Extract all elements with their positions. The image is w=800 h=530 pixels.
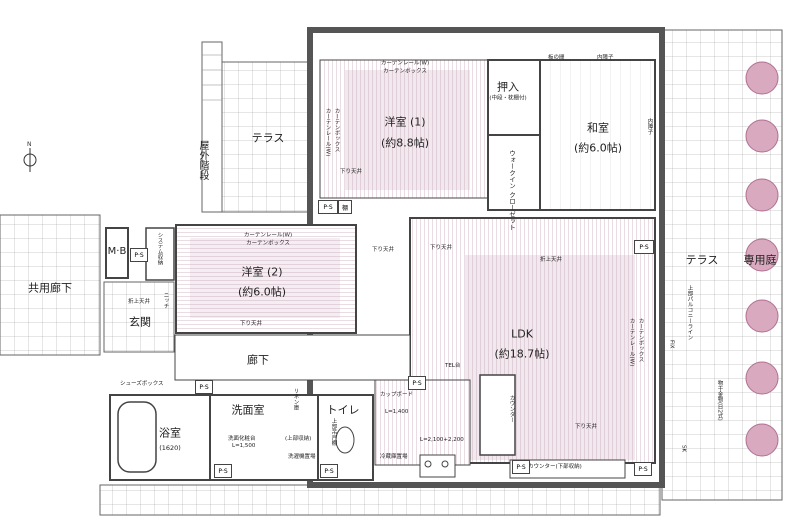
walkin-closet bbox=[487, 134, 541, 211]
ps-box-8: P·S bbox=[634, 462, 652, 476]
svg-text:N: N bbox=[27, 141, 32, 148]
oshiire-sub-label: (中段・枕棚付) bbox=[489, 95, 527, 102]
exterior-stair-lines bbox=[202, 54, 222, 101]
system-storage bbox=[145, 227, 175, 281]
curtain-rail-v-right: カーテンレール(W) bbox=[628, 318, 635, 367]
bottom-strip bbox=[99, 484, 661, 516]
terrace-left-floor bbox=[221, 61, 309, 213]
curtain-rail-mid: カーテンレール(W) bbox=[243, 232, 293, 239]
sliding-sash-label: 内障子 bbox=[646, 118, 653, 135]
cupboard-label: カップボード bbox=[380, 392, 414, 398]
folding-ceiling-1: 折上天井 bbox=[540, 257, 563, 263]
walkin-label: ウォークイン クローゼット bbox=[507, 150, 516, 231]
bathtub bbox=[117, 401, 157, 473]
dropped-ceiling-5: 下り天井 bbox=[575, 424, 598, 430]
japanese-floor bbox=[539, 59, 656, 211]
exterior-stair-wall bbox=[201, 41, 223, 213]
japanese-area-label: (約6.0帖) bbox=[573, 141, 623, 155]
ps-box-9: P·S bbox=[408, 376, 426, 390]
ps-box-5: P·S bbox=[214, 464, 232, 478]
ps-box-7: P·S bbox=[512, 460, 530, 474]
ldk-area-label: (約18.7帖) bbox=[494, 347, 550, 361]
kitchen-size-label: L=2,100+2,200 bbox=[420, 437, 464, 443]
uchishoji-label: 内障子 bbox=[597, 55, 614, 61]
cupboard-size-label: L=1,400 bbox=[385, 409, 409, 415]
tel-label: TEL台 bbox=[445, 363, 461, 369]
north-arrow-icon: N bbox=[23, 141, 37, 172]
counter-bottom bbox=[509, 459, 626, 479]
mb-label: M·B bbox=[107, 246, 127, 257]
mb-shaft bbox=[105, 227, 129, 279]
top-shelf-label: (上部収納) bbox=[285, 436, 312, 442]
toilet-storage-label: 上部吊戸棚 bbox=[330, 418, 337, 446]
entrance-floor bbox=[103, 281, 175, 353]
exterior-stairs-label: 屋外階段 bbox=[197, 140, 208, 180]
folding-ceiling-2: 折上天井 bbox=[128, 299, 151, 305]
linen-label: リネン庫 bbox=[292, 388, 299, 410]
western1-highlight bbox=[345, 70, 470, 190]
oshiire-label: 押入 bbox=[497, 80, 519, 94]
japanese-label: 和室 bbox=[587, 121, 609, 135]
toilet-label: トイレ bbox=[326, 403, 360, 417]
dropped-ceiling-3: 下り天井 bbox=[430, 245, 453, 251]
bathroom-label: 浴室 bbox=[159, 426, 181, 440]
system-storage-label: システム収納 bbox=[156, 232, 163, 265]
entrance-label: 玄関 bbox=[129, 315, 151, 329]
common-corridor-floor bbox=[0, 214, 101, 356]
curtain-box-top: カーテンボックス bbox=[383, 68, 427, 75]
board-label: 板の間 bbox=[548, 55, 565, 61]
private-garden-label: 専用庭 bbox=[743, 253, 777, 267]
curtain-rail-v-left: カーテンレール(W) bbox=[324, 108, 331, 157]
vanity-label: 洗面化粧台 bbox=[228, 436, 256, 442]
dropped-ceiling-2: 下り天井 bbox=[372, 247, 395, 253]
toilet-bowl bbox=[335, 426, 355, 454]
laundry-label: 物干金物(日2式) bbox=[716, 380, 723, 421]
dropped-ceiling-4: 下り天井 bbox=[240, 321, 263, 327]
shelf-box: 棚 bbox=[338, 200, 352, 214]
counter-bottom-label: カウンター(下部収納) bbox=[528, 464, 582, 470]
ps-box-1: P·S bbox=[318, 200, 338, 214]
hallway-label: 廊下 bbox=[247, 353, 269, 367]
pergola-label: 上部パルコニーライン bbox=[686, 285, 693, 340]
western1-floor bbox=[319, 59, 489, 199]
curtain-rail-top: カーテンレール(W) bbox=[380, 60, 430, 67]
bathroom-size-label: (1620) bbox=[159, 443, 181, 452]
dropped-ceiling-1: 下り天井 bbox=[340, 169, 363, 175]
curtain-box-v-left: カーテンボックス bbox=[333, 108, 340, 152]
curtain-box-mid: カーテンボックス bbox=[246, 240, 290, 247]
terrace-right-label: テラス bbox=[685, 253, 719, 267]
ps-box-3: P·S bbox=[634, 240, 654, 254]
vanity-size-label: L=1,500 bbox=[232, 443, 256, 449]
terrace-left-label: テラス bbox=[251, 131, 285, 145]
washer-pan-label: 洗濯機置場 bbox=[288, 454, 316, 460]
sk-label: SK bbox=[680, 445, 687, 453]
western1-label: 洋室 (1) bbox=[384, 115, 426, 129]
curtain-box-v-right: カーテンボックス bbox=[637, 318, 644, 362]
ps-box-4: P·S bbox=[195, 380, 213, 394]
western2-floor bbox=[175, 224, 357, 334]
ldk-label: LDK bbox=[511, 327, 533, 341]
common-corridor-label: 共用廊下 bbox=[28, 281, 72, 295]
counter-label: カウンター bbox=[508, 395, 515, 423]
washroom-label: 洗面室 bbox=[231, 403, 265, 417]
western2-label: 洋室 (2) bbox=[241, 265, 283, 279]
hallway-floor bbox=[174, 334, 411, 381]
fridge-label: 冷蔵庫置場 bbox=[380, 454, 408, 460]
kitchen-counter bbox=[479, 374, 516, 456]
stove bbox=[419, 454, 456, 478]
western2-highlight bbox=[190, 238, 340, 318]
ps-box-6: P·S bbox=[320, 464, 338, 478]
western2-area-label: (約6.0帖) bbox=[237, 285, 287, 299]
kitchen-floor bbox=[374, 379, 471, 466]
shoe-box-label: シューズボックス bbox=[120, 381, 164, 387]
trees bbox=[745, 61, 779, 457]
western1-area-label: (約8.8帖) bbox=[380, 136, 430, 150]
fix-label: FIX bbox=[668, 340, 675, 349]
ps-box-2: P·S bbox=[130, 248, 148, 262]
niche-label: ニッチ bbox=[162, 292, 169, 309]
